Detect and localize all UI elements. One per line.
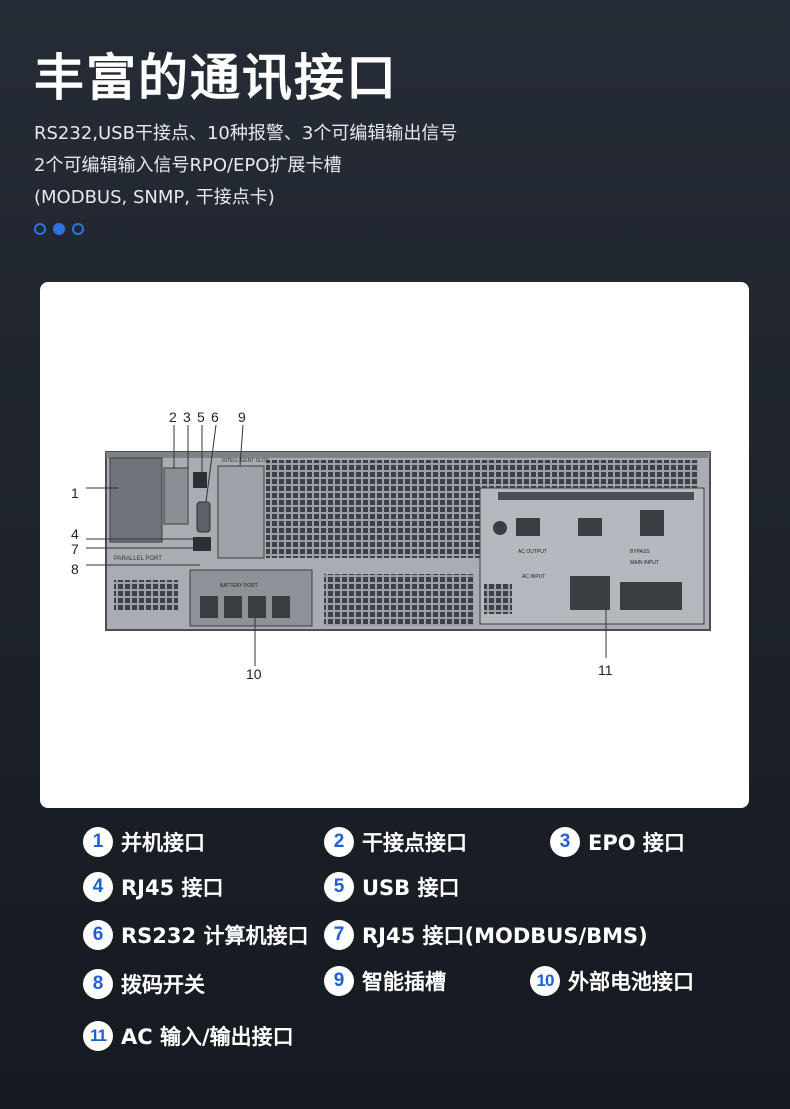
page-title: 丰富的通讯接口 <box>34 49 398 107</box>
legend-label-1: 并机接口 <box>121 831 205 855</box>
callout-8: 8 <box>71 561 79 577</box>
legend-label-11: AC 输入/输出接口 <box>121 1025 294 1049</box>
ac-io-bar <box>498 492 694 500</box>
callout-7: 7 <box>71 541 79 557</box>
ac-terminal <box>516 518 540 536</box>
ac-input-label: AC INPUT <box>522 574 545 580</box>
legend-label-5: USB 接口 <box>362 876 460 900</box>
legend-item-11: 11 AC 输入/输出接口 <box>83 1020 294 1052</box>
parallel-port-label: PARALLEL PORT <box>114 556 162 562</box>
parallel-port-module <box>109 457 163 543</box>
legend-badge-5: 5 <box>324 872 354 902</box>
legend-label-10: 外部电池接口 <box>568 970 694 994</box>
legend-badge-8: 8 <box>83 969 113 999</box>
vent-grille-bottom <box>324 574 474 626</box>
main-input-label: MAIN INPUT <box>630 560 659 566</box>
legend-badge-11: 11 <box>83 1021 113 1051</box>
leader-lines <box>86 424 607 666</box>
legend-label-2: 干接点接口 <box>362 831 467 855</box>
legend-item-3: 3 EPO 接口 <box>550 826 685 858</box>
legend-label-9: 智能插槽 <box>362 970 446 994</box>
diagram-panel: INTELLIGENT SLOT PARALLEL PORT BATTERY P… <box>40 282 749 808</box>
callout-9: 9 <box>238 409 246 425</box>
ac-output-label: AC OUTPUT <box>518 549 547 555</box>
legend-badge-2: 2 <box>324 827 354 857</box>
legend-item-7: 7 RJ45 接口(MODBUS/BMS) <box>324 919 648 951</box>
legend-badge-3: 3 <box>550 827 580 857</box>
legend-item-4: 4 RJ45 接口 <box>83 871 224 903</box>
legend-label-6: RS232 计算机接口 <box>121 924 309 948</box>
carousel-dot-active[interactable] <box>53 223 65 235</box>
callout-6: 6 <box>211 409 219 425</box>
callout-1: 1 <box>71 485 79 501</box>
legend-label-4: RJ45 接口 <box>121 876 224 900</box>
legend-badge-4: 4 <box>83 872 113 902</box>
legend-label-7: RJ45 接口(MODBUS/BMS) <box>362 924 648 948</box>
ac-vent <box>484 584 512 614</box>
callout-4: 4 <box>71 526 79 542</box>
ac-terminal <box>640 510 664 536</box>
legend-item-6: 6 RS232 计算机接口 <box>83 919 308 951</box>
legend-badge-10: 10 <box>530 966 560 996</box>
rs232-port <box>196 501 211 533</box>
carousel-dots <box>34 223 84 235</box>
legend-item-1: 1 并机接口 <box>83 826 205 858</box>
legend-badge-6: 6 <box>83 920 113 950</box>
dry-contact-port <box>163 467 189 525</box>
legend-item-2: 2 干接点接口 <box>324 826 467 858</box>
legend-item-10: 10 外部电池接口 <box>530 965 694 997</box>
battery-port-label: BATTERY PORT <box>220 583 258 589</box>
legend-item-8: 8 拨码开关 <box>83 968 205 1000</box>
chassis-top-edge <box>106 452 710 458</box>
ground-screw <box>493 521 507 535</box>
main-input-terminal <box>620 582 682 610</box>
vent-grille-left <box>114 580 178 610</box>
carousel-dot[interactable] <box>72 223 84 235</box>
legend-badge-1: 1 <box>83 827 113 857</box>
subtitle-line-1: RS232,USB干接点、10种报警、3个可编辑输出信号 <box>34 123 458 144</box>
ups-rear-panel-diagram: INTELLIGENT SLOT PARALLEL PORT BATTERY P… <box>71 409 711 682</box>
battery-terminal <box>224 596 242 618</box>
callout-3: 3 <box>183 409 191 425</box>
callout-10: 10 <box>246 666 262 682</box>
legend-label-8: 拨码开关 <box>121 973 205 997</box>
carousel-dot[interactable] <box>34 223 46 235</box>
subtitle-line-2: 2个可编辑输入信号RPO/EPO扩展卡槽 <box>34 155 342 176</box>
usb-port <box>193 472 207 488</box>
callout-2: 2 <box>169 409 177 425</box>
battery-terminal <box>272 596 290 618</box>
battery-terminal <box>200 596 218 618</box>
legend-item-9: 9 智能插槽 <box>324 965 446 997</box>
intelligent-slot-label: INTELLIGENT SLOT <box>222 458 269 464</box>
callout-11: 11 <box>598 662 613 678</box>
legend-badge-9: 9 <box>324 966 354 996</box>
legend-item-5: 5 USB 接口 <box>324 871 460 903</box>
battery-terminal <box>248 596 266 618</box>
intelligent-slot <box>217 465 265 559</box>
legend-label-3: EPO 接口 <box>588 831 685 855</box>
subtitle-line-3: (MODBUS, SNMP, 干接点卡) <box>34 187 275 208</box>
bypass-label: BYPASS <box>630 549 650 555</box>
callout-5: 5 <box>197 409 205 425</box>
legend-badge-7: 7 <box>324 920 354 950</box>
ac-input-terminal <box>570 576 610 610</box>
ac-terminal <box>578 518 602 536</box>
